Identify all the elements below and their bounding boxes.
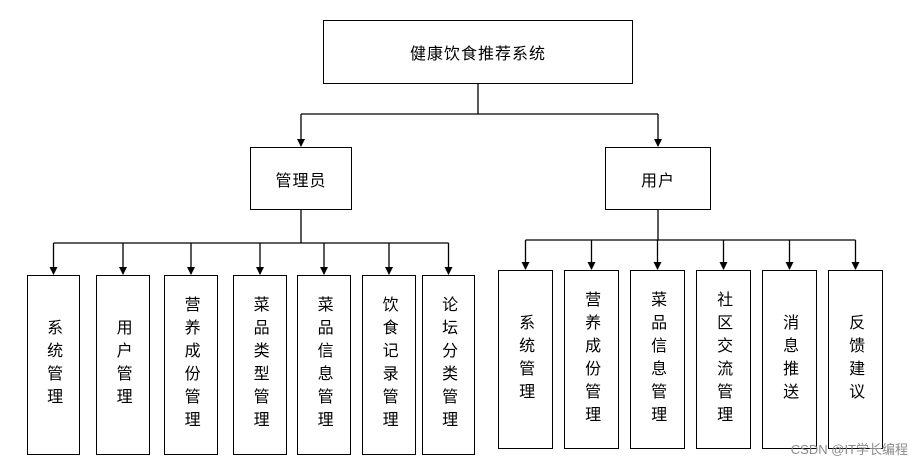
watermark: CSDN @IT学长编程 [790,442,908,457]
module-box: 菜品信息管理 [630,270,685,449]
module-box: 菜品类型管理 [233,275,287,455]
module-box: 系统管理 [27,275,80,455]
module-label: 菜品信息管理 [648,290,668,429]
module-label: 饮食记录管理 [379,296,399,434]
module-box: 系统管理 [498,270,553,449]
group-label-user: 用户 [640,170,675,190]
group-node-user: 用户 [605,147,711,210]
module-box: 论坛分类管理 [422,275,475,455]
module-label: 系统管理 [516,313,536,406]
module-label: 营养成份管理 [181,296,201,434]
module-box: 社区交流管理 [696,270,751,449]
module-box: 反馈建议 [828,270,883,449]
module-label: 社区交流管理 [714,290,734,429]
root-node: 健康饮食推荐系统 [323,20,633,84]
root-title: 健康饮食推荐系统 [409,44,546,63]
module-box: 营养成份管理 [164,275,218,455]
module-box: 营养成份管理 [564,270,619,449]
group-node-admin: 管理员 [250,147,352,210]
module-label: 菜品类型管理 [250,296,270,434]
module-box: 用户管理 [96,275,150,455]
module-label: 菜品信息管理 [314,296,334,434]
module-label: 反馈建议 [846,313,866,406]
module-box: 饮食记录管理 [362,275,416,455]
module-label: 论坛分类管理 [439,296,459,434]
module-box: 菜品信息管理 [297,275,351,455]
module-label: 消息推送 [780,313,800,406]
group-label-admin: 管理员 [275,170,327,190]
module-label: 系统管理 [44,319,64,411]
module-label: 营养成份管理 [582,290,602,429]
module-label: 用户管理 [113,319,133,411]
module-box: 消息推送 [762,270,817,449]
